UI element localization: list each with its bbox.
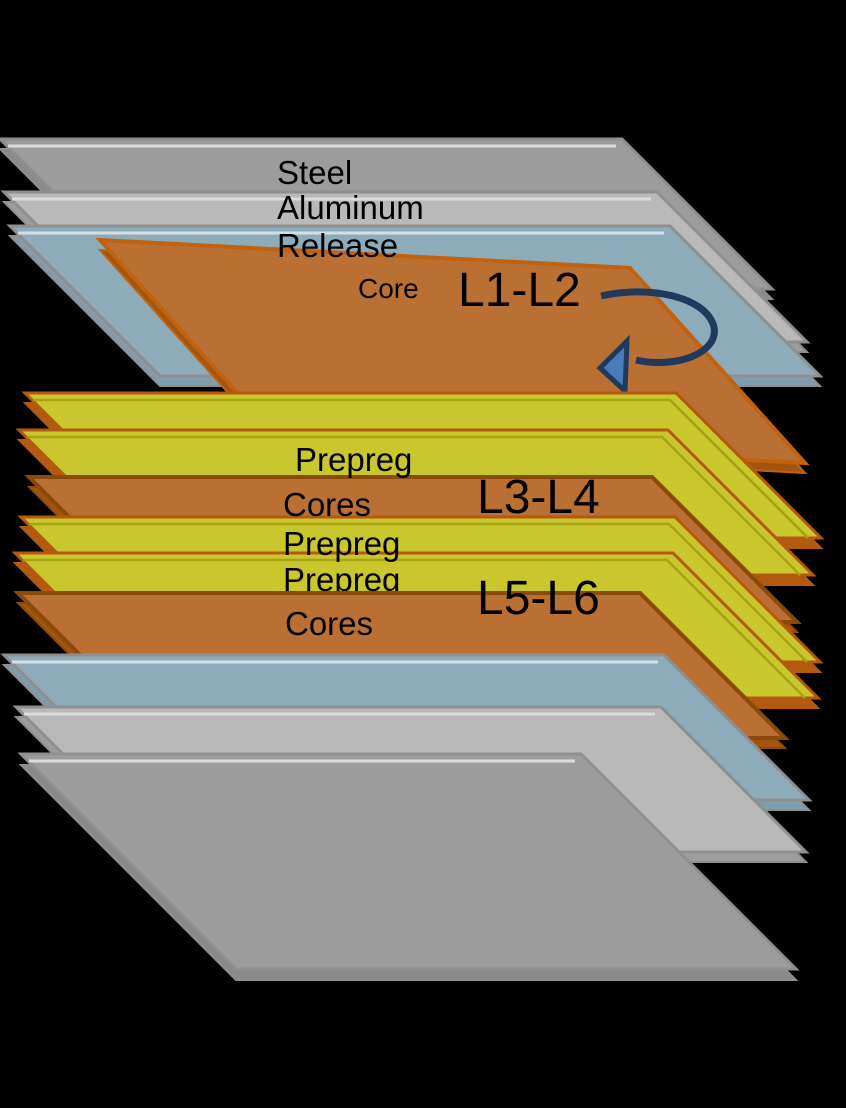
label-l3-l4: L3-L4 (477, 471, 600, 524)
label-l5-l6: L5-L6 (477, 572, 600, 625)
steel-bottom-face (17, 752, 800, 971)
prepreg-a-innerline (33, 398, 809, 539)
label-cores-2: Cores (285, 605, 373, 642)
flip-rotation-arrow-icon (596, 288, 718, 397)
prepreg-d-innerline (23, 558, 806, 699)
arrow-curve (600, 288, 718, 367)
label-steel-top: Steel (277, 154, 352, 191)
label-release-top: Release (277, 227, 398, 264)
prepreg-c-innerline (29, 522, 808, 663)
label-core: Core (358, 273, 419, 304)
label-l1-l2: L1-L2 (458, 264, 581, 317)
label-prepreg-2: Prepreg (283, 525, 400, 562)
label-cores-1: Cores (283, 486, 371, 523)
layer-steel-bottom (17, 752, 800, 981)
label-prepreg-1: Prepreg (295, 441, 412, 478)
label-aluminum-top: Aluminum (277, 189, 424, 226)
prepreg-b-innerline (27, 435, 801, 576)
arrow-head (596, 334, 630, 397)
